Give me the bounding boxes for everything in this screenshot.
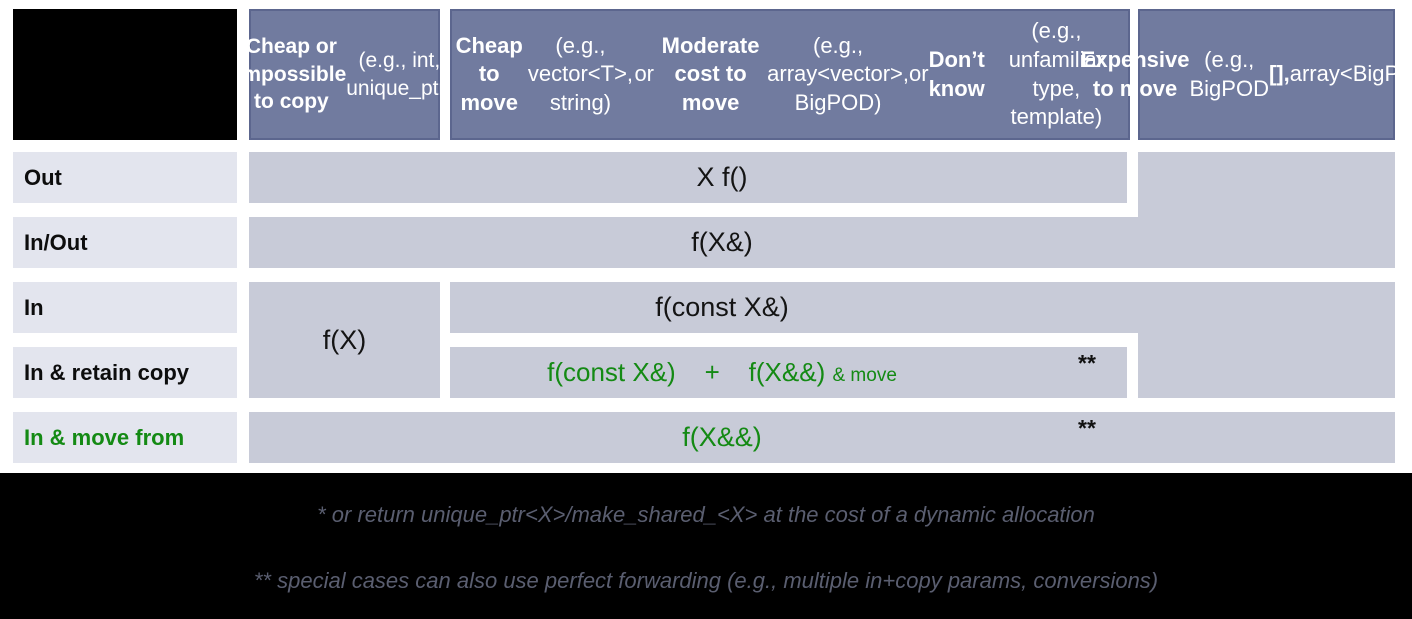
row-header-in-out: In/Out xyxy=(13,217,237,268)
cell-text-in: f(const X&) xyxy=(655,292,789,322)
col-header-cheap-moderate-or-unknown-move: Cheap to move (e.g., vector<T>, string)o… xyxy=(450,9,1130,140)
cell-by-value: f(X) xyxy=(249,282,440,398)
row-header-in-retain-copy-label: In & retain copy xyxy=(24,359,190,385)
cell-text-out: X f() xyxy=(696,162,748,192)
row-header-out-label: Out xyxy=(24,164,62,190)
cell-in-move-from xyxy=(249,412,1395,463)
corner-box xyxy=(13,9,237,140)
cell-in-retain-copy xyxy=(450,347,1127,398)
footnote-marker-retain: ** xyxy=(1078,350,1096,376)
row-header-in-move-from-label: In & move from xyxy=(24,424,185,450)
cell-text-by-value: f(X) xyxy=(322,324,367,355)
footnotes-panel: * or return unique_ptr<X>/make_shared_<X… xyxy=(0,473,1412,619)
footnote-dynamic-allocation: * or return unique_ptr<X>/make_shared_<X… xyxy=(317,502,1095,527)
cell-expensive-in-merged xyxy=(1138,282,1395,398)
cell-out-return-value xyxy=(249,152,1127,203)
row-header-in-retain-copy: In & retain copy xyxy=(13,347,237,398)
cell-inout-reference xyxy=(249,217,1395,268)
footnote-marker-move-from: ** xyxy=(1078,415,1096,441)
row-header-out: Out xyxy=(13,152,237,203)
row-header-in-out-label: In/Out xyxy=(24,229,88,255)
cell-text-in-move-from: f(X&&) xyxy=(682,422,762,452)
col-header-expensive-to-move: Expensive to move(e.g., BigPOD[],array<B… xyxy=(1081,9,1412,140)
row-header-in-label: In xyxy=(24,294,44,320)
col-header-cheap-or-impossible-to-copy: Cheap or impossible to copy (e.g., int, … xyxy=(237,9,452,140)
footnote-perfect-forwarding: ** special cases can also use perfect fo… xyxy=(253,568,1159,593)
row-header-in: In xyxy=(13,282,237,333)
cell-text-inout: f(X&) xyxy=(691,227,753,257)
cell-text-in-retain-copy: f(const X&) + f(X&&) & move xyxy=(547,357,897,387)
row-header-in-move-from: In & move from xyxy=(13,412,237,463)
